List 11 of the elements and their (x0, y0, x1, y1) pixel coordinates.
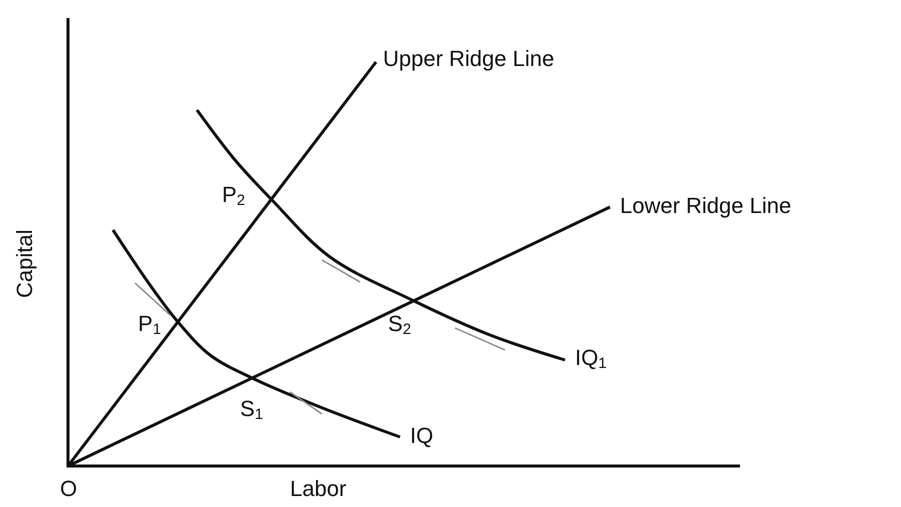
point-label: S$_{2}$ (388, 313, 412, 337)
axis-title: Capital (14, 230, 36, 298)
point-label: P$_{2}$ (222, 184, 246, 208)
ridge-line-label: Upper Ridge Line (383, 48, 554, 70)
axis-title: Labor (290, 478, 346, 500)
point-label: P$_{1}$ (138, 313, 162, 337)
curve-label: IQ$_{1}$ (575, 347, 607, 371)
origin-label: O (60, 478, 78, 500)
ridge-line-label: Lower Ridge Line (620, 195, 792, 217)
point-label: S$_{1}$ (240, 398, 264, 422)
curve-label: IQ (410, 425, 434, 447)
